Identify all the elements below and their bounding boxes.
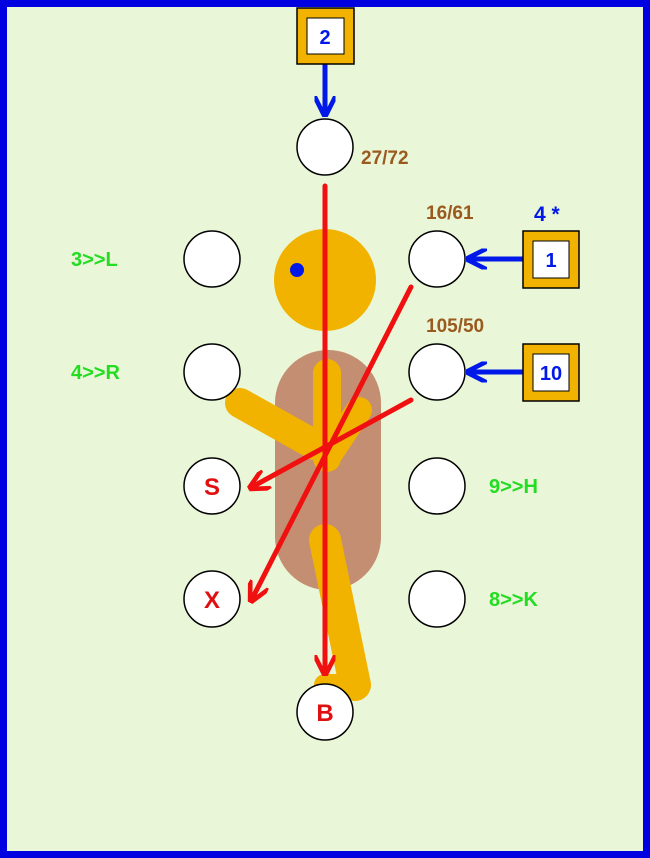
box-1-label: 1: [545, 250, 556, 272]
circle-b: [296, 683, 354, 741]
label-left-upper: 3>>L: [71, 249, 118, 271]
label-four-star: 4 *: [534, 203, 561, 226]
box-10-label: 10: [540, 363, 562, 385]
figure-leg: [309, 524, 371, 701]
red-arrow-to-s: [252, 397, 414, 487]
circle-right-middle: [408, 343, 466, 401]
circle-s: [183, 457, 241, 515]
box-10: 10: [522, 343, 580, 402]
circle-right-lower: [408, 457, 466, 515]
label-right-middle-fraction: 105/50: [426, 316, 484, 337]
label-left-middle: 4>>R: [71, 362, 120, 384]
circle-right-upper: [408, 230, 466, 288]
circle-left-upper: [183, 230, 241, 288]
box-2: 2: [296, 7, 355, 65]
circle-s-label: S: [204, 474, 220, 501]
label-right-lower: 9>>H: [489, 476, 538, 498]
person-figure: [225, 229, 381, 701]
circle-right-bottom: [408, 570, 466, 628]
box-2-label: 2: [319, 27, 330, 49]
circle-left-middle: [183, 343, 241, 401]
diagram-svg: S X B 2 1 10: [71, 7, 580, 741]
circle-x: [183, 570, 241, 628]
circle-x-label: X: [204, 587, 220, 614]
blue-arrows: [325, 61, 526, 372]
label-right-bottom: 8>>K: [489, 589, 538, 611]
diagram-canvas: S X B 2 1 10: [7, 7, 643, 851]
label-right-upper-fraction: 16/61: [426, 203, 474, 224]
red-arrows: [252, 183, 414, 672]
box-1: 1: [522, 230, 580, 289]
figure-lower-arm: [314, 397, 372, 471]
label-top-fraction: 27/72: [361, 148, 409, 169]
figure-right-arm: [225, 388, 330, 460]
figure-eye: [290, 263, 304, 277]
circle-b-label: B: [316, 700, 333, 727]
circles: [183, 118, 466, 741]
circle-top: [296, 118, 354, 176]
